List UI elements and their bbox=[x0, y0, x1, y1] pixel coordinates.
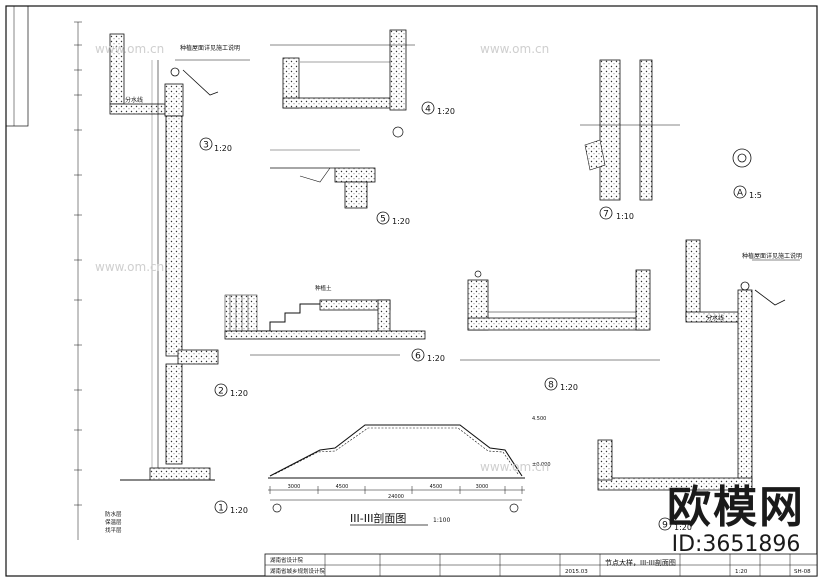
faint-watermark-3: www.om.cn bbox=[95, 260, 165, 274]
drawing-date: 2015.03 bbox=[565, 569, 588, 575]
dim-total: 24000 bbox=[388, 494, 404, 500]
layer-note-2: 保温层 bbox=[105, 518, 122, 526]
detail-7-number: 7 bbox=[603, 210, 609, 220]
detail-5-view: 5 1:20 bbox=[270, 149, 410, 226]
elev-top: 4.500 bbox=[532, 416, 546, 422]
detail-8-scale: 1:20 bbox=[560, 383, 578, 392]
drawing-scale: 1:20 bbox=[735, 569, 748, 575]
detail-6-scale: 1:20 bbox=[427, 354, 445, 363]
detail-9-scale: 1:20 bbox=[674, 523, 692, 532]
layer-note-3: 找平层 bbox=[105, 526, 122, 534]
detail-a-number: A bbox=[737, 189, 744, 199]
company-name-2: 湖南省城乡规划设计院 bbox=[270, 567, 326, 575]
detail-5-scale: 1:20 bbox=[392, 217, 410, 226]
elev-zero: ±0.000 bbox=[532, 462, 551, 468]
detail-3-scale: 1:20 bbox=[214, 144, 232, 153]
detail-8-view: 8 1:20 bbox=[460, 269, 660, 392]
detail-a-view: A 1:5 bbox=[732, 148, 762, 200]
faint-watermark-2: www.om.cn bbox=[480, 42, 550, 56]
detail-1-number: 1 bbox=[218, 504, 224, 514]
title-block: 湖南省设计院 湖南省城乡规划设计院 2015.03 节点大样，III-III剖面… bbox=[264, 553, 818, 577]
detail-2-scale: 1:20 bbox=[230, 389, 248, 398]
wall-section-view: 3 1:20 2 1:20 1 1:20 分水线 种植屋面详见施工说明 防水层 … bbox=[74, 21, 250, 540]
left-stamp-box bbox=[5, 5, 29, 127]
detail-4-number: 4 bbox=[425, 105, 431, 115]
drain-label-left: 分水线 bbox=[125, 96, 143, 104]
watermark-id: ID:3651896 bbox=[671, 532, 801, 557]
dim-seg-5: 3000 bbox=[476, 484, 489, 490]
detail-9-number: 9 bbox=[662, 521, 668, 531]
detail-5-number: 5 bbox=[380, 215, 386, 225]
detail-7-scale: 1:10 bbox=[616, 212, 634, 221]
dim-seg-1: 3000 bbox=[288, 484, 301, 490]
drain-label-right: 分水线 bbox=[706, 314, 724, 322]
detail-6-view: 种植土 6 1:20 bbox=[224, 284, 445, 363]
detail-4-view: 4 1:20 bbox=[270, 29, 455, 138]
dim-seg-2: 4500 bbox=[336, 484, 349, 490]
drawing-title: 节点大样，III-III剖面图 bbox=[605, 558, 676, 567]
sheet-number: SH-08 bbox=[794, 569, 811, 575]
planting-label: 种植土 bbox=[315, 284, 332, 292]
layer-note-1: 防水层 bbox=[105, 510, 122, 518]
section-scale: 1:100 bbox=[433, 517, 450, 524]
detail-4-scale: 1:20 bbox=[437, 107, 455, 116]
company-name-1: 湖南省设计院 bbox=[270, 556, 304, 564]
detail-3-number: 3 bbox=[203, 141, 209, 151]
detail-1-scale: 1:20 bbox=[230, 506, 248, 515]
watermark-logo: 欧模网 ID:3651896 bbox=[667, 486, 805, 556]
faint-watermark-1: www.om.cn bbox=[95, 42, 165, 56]
detail-a-scale: 1:5 bbox=[749, 191, 762, 200]
detail-6-number: 6 bbox=[415, 352, 421, 362]
parapet-note-right: 种植屋面详见施工说明 bbox=[742, 252, 802, 260]
detail-2-number: 2 bbox=[218, 387, 224, 397]
watermark-brand: 欧模网 bbox=[667, 482, 805, 533]
parapet-note-left: 种植屋面详见施工说明 bbox=[180, 44, 240, 52]
detail-9-view: 分水线 种植屋面详见施工说明 9 1:20 bbox=[597, 239, 802, 532]
section-title: III-III剖面图 bbox=[350, 511, 406, 525]
detail-7-view: 7 1:10 bbox=[580, 59, 680, 221]
detail-8-number: 8 bbox=[548, 381, 554, 391]
faint-watermark-4: www.om.cn bbox=[480, 460, 550, 474]
section-iii-view: 3000 4500 4500 3000 24000 4.500 ±0.000 I… bbox=[268, 416, 551, 526]
dim-seg-4: 4500 bbox=[430, 484, 443, 490]
